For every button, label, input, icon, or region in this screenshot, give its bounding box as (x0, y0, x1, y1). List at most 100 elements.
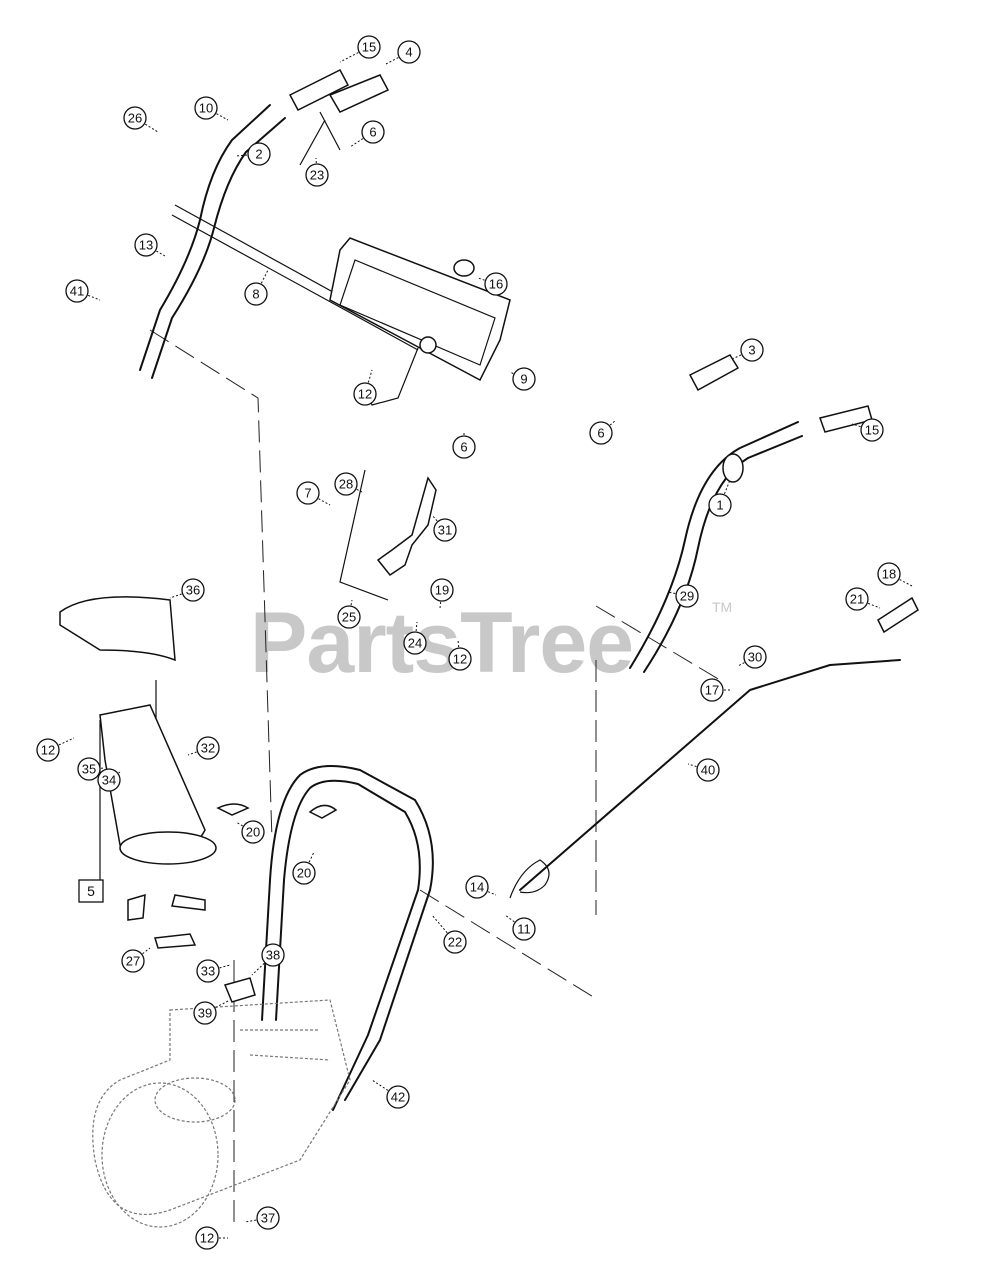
chute-crank-rod (509, 596, 919, 899)
callout-circle (305, 163, 329, 187)
watermark-tm: TM (712, 599, 732, 615)
callout-36: 36 (169, 578, 205, 602)
callout-circle (743, 645, 767, 669)
callout-circle (65, 279, 89, 303)
callout-12: 12 (195, 1226, 228, 1250)
callout-circle (443, 930, 467, 954)
callout-circle (845, 587, 869, 611)
lever-bracket (376, 476, 437, 577)
callout-circle (452, 435, 476, 459)
callout-31: 31 (431, 514, 457, 542)
callout-41: 41 (65, 279, 101, 303)
callout-34: 34 (97, 768, 121, 792)
discharge-chute (59, 596, 217, 865)
callout-2: 2 (235, 142, 271, 166)
callout-leader (509, 371, 525, 380)
lower-handle (261, 765, 434, 1111)
callout-number: 3 (748, 343, 755, 358)
callout-number: 15 (865, 423, 879, 438)
callout-number: 22 (448, 935, 462, 950)
callout-number: 19 (435, 583, 449, 598)
callout-number: 4 (405, 45, 412, 60)
callout-circle (708, 493, 732, 517)
callout-12: 12 (448, 639, 472, 671)
callout-number: 6 (369, 125, 376, 140)
callout-number: 14 (470, 880, 484, 895)
callout-circle (430, 578, 454, 602)
callout-circle (589, 421, 613, 445)
callout-4: 4 (385, 40, 421, 65)
callout-number: 20 (297, 866, 311, 881)
callout-28: 28 (334, 472, 363, 496)
callout-37: 37 (244, 1206, 280, 1230)
callout-circle (123, 106, 147, 130)
callout-circle (134, 233, 158, 257)
callout-circle (877, 562, 901, 586)
callout-number: 1 (716, 498, 723, 513)
callout-number: 35 (82, 762, 96, 777)
callout-leader (414, 621, 418, 644)
callout-1: 1 (708, 479, 732, 517)
callout-circle (484, 272, 508, 296)
callout-26: 26 (123, 106, 159, 133)
box-label-text: 5 (87, 883, 95, 899)
callout-number: 34 (102, 773, 116, 788)
callout-number: 13 (139, 238, 153, 253)
callout-circle (256, 1206, 280, 1230)
callout-17: 17 (700, 678, 730, 702)
callout-40: 40 (687, 758, 720, 782)
callout-leader (132, 947, 151, 962)
callout-circle (357, 35, 381, 59)
callout-number: 10 (199, 101, 213, 116)
callout-number: 12 (358, 387, 372, 402)
callout-leader (476, 886, 497, 896)
callout-number: 2 (255, 147, 262, 162)
callout-11: 11 (504, 914, 536, 941)
callout-number: 31 (438, 523, 452, 538)
callout-circle (36, 738, 60, 762)
callout-6: 6 (452, 432, 476, 459)
callout-circle (448, 647, 472, 671)
callout-42: 42 (371, 1079, 410, 1109)
callout-number: 29 (680, 589, 694, 604)
hardware-bits (127, 803, 338, 1003)
callout-12: 12 (36, 737, 75, 762)
callout-number: 39 (198, 1006, 212, 1021)
callout-32: 32 (187, 736, 220, 760)
callout-circle (247, 142, 271, 166)
callout-circle (465, 875, 489, 899)
callout-circle (512, 367, 536, 391)
callout-circle (241, 820, 265, 844)
callout-25: 25 (337, 599, 361, 629)
callout-circle (353, 382, 377, 406)
callout-39: 39 (193, 999, 231, 1025)
callout-18: 18 (877, 562, 913, 587)
callout-number: 6 (597, 426, 604, 441)
callout-number: 23 (310, 168, 324, 183)
callout-circle (77, 757, 101, 781)
callout-circle (397, 40, 421, 64)
callout-15: 15 (339, 35, 381, 63)
callout-circle (97, 768, 121, 792)
callout-16: 16 (477, 272, 508, 296)
callout-number: 36 (186, 583, 200, 598)
callout-number: 15 (362, 40, 376, 55)
callout-number: 40 (701, 763, 715, 778)
callout-circle (121, 949, 145, 973)
assembly-box-label: 5 (78, 879, 104, 903)
callout-number: 26 (128, 111, 142, 126)
callout-number: 28 (339, 477, 353, 492)
upper-right-handle (629, 354, 873, 673)
callout-circle (334, 472, 358, 496)
watermark-text: PartsTree (250, 595, 633, 691)
callout-circle (403, 631, 427, 655)
callout-circle (512, 917, 536, 941)
callout-35: 35 (77, 757, 105, 781)
callout-9: 9 (509, 367, 536, 391)
callout-number: 11 (517, 922, 531, 937)
callout-number: 24 (408, 636, 422, 651)
assembly-lines (99, 204, 721, 1230)
callout-3: 3 (729, 338, 764, 362)
